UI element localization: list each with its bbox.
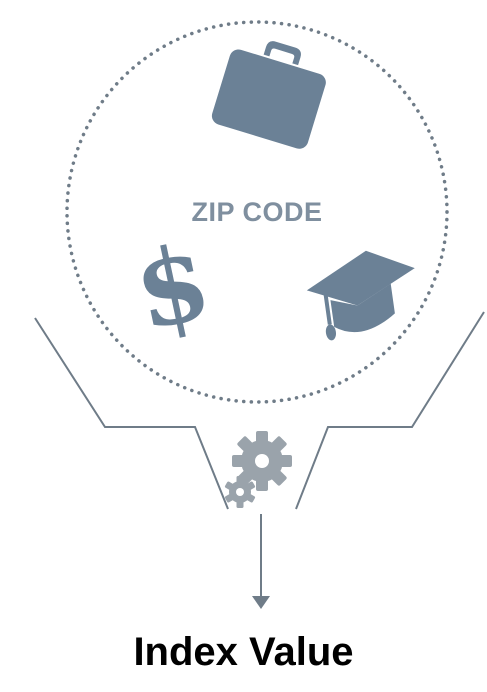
index-value-label: Index Value [133,630,354,674]
briefcase-icon [211,41,326,149]
small-gear-icon [224,476,256,508]
funnel-right-wall [295,311,485,510]
large-gear-icon [232,431,292,491]
gears-icon [224,431,292,508]
arrow-down-icon [252,514,270,609]
zip-code-label: ZIP CODE [191,197,322,227]
dotted-circle [65,20,449,404]
graduation-cap-icon [306,250,415,341]
funnel-left-wall [34,317,229,510]
dollar-sign-icon: $ [124,219,220,354]
